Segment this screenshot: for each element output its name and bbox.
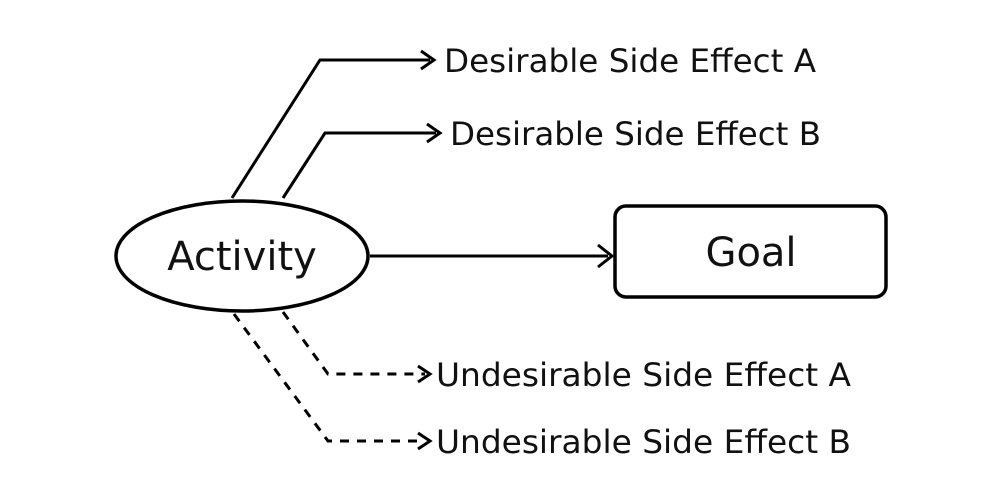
undesirable-side-effect-b-label: Undesirable Side Effect B: [436, 423, 851, 461]
goal-label: Goal: [705, 230, 796, 276]
goal-node: Goal: [613, 204, 888, 299]
connector-undesirable-b: [232, 313, 433, 451]
desirable-side-effect-a-label: Desirable Side Effect A: [444, 42, 816, 80]
undesirable-side-effect-a-label: Undesirable Side Effect A: [436, 356, 851, 394]
activity-ellipse: [114, 199, 370, 313]
connector-desirable-a: [230, 49, 437, 199]
goal-box: [613, 204, 888, 299]
activity-label: Activity: [167, 234, 317, 280]
connector-activity-goal: [370, 243, 615, 269]
desirable-side-effect-b-label: Desirable Side Effect B: [450, 115, 821, 153]
connector-undesirable-a: [281, 311, 433, 384]
activity-node: Activity: [114, 199, 370, 313]
connector-desirable-b: [281, 122, 443, 199]
